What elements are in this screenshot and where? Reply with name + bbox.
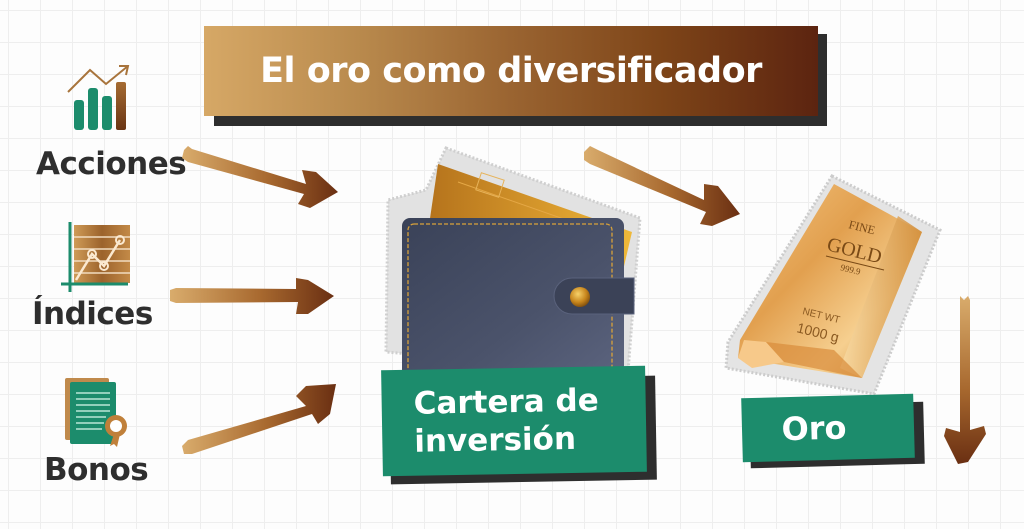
portfolio-label-line2: inversión (414, 420, 577, 460)
svg-text:999.9: 999.9 (840, 262, 863, 277)
gold-label-text: Oro (781, 408, 847, 449)
arrow-portfolio-to-gold-icon (576, 140, 746, 230)
portfolio-label: Cartera de inversión (381, 365, 647, 477)
title-banner: El oro como diversificador (204, 26, 818, 116)
portfolio-label-line1: Cartera de (413, 382, 600, 422)
arrow-down-icon (940, 292, 992, 468)
wallet-icon (378, 142, 658, 392)
source-label-bonos: Bonos (44, 452, 149, 488)
line-chart-index-icon (58, 222, 136, 292)
arrow-indices-to-portfolio-icon (168, 274, 340, 320)
bond-certificate-icon (62, 376, 142, 448)
arrow-bonos-to-portfolio-icon (178, 380, 348, 460)
source-label-indices: Índices (32, 296, 153, 332)
arrow-acciones-to-portfolio-icon (178, 140, 348, 220)
source-label-acciones: Acciones (36, 146, 187, 182)
page-title: El oro como diversificador (260, 51, 762, 91)
gold-bar-icon: FINE GOLD 999.9 NET WT 1000 g (722, 172, 946, 402)
svg-text:FINE: FINE (847, 217, 876, 237)
bar-chart-growth-icon (64, 62, 134, 134)
gold-label: Oro (741, 393, 915, 463)
